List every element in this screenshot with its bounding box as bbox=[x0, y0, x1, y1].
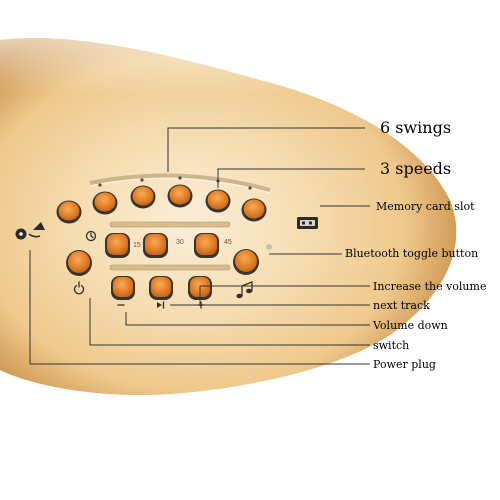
leader-power-plug bbox=[29, 250, 370, 365]
usb-slot-icon bbox=[297, 217, 318, 229]
top-arc-groove bbox=[89, 173, 271, 192]
speed-button-1[interactable] bbox=[105, 233, 130, 258]
swing-indicator-dots bbox=[98, 176, 252, 190]
upper-speaker-slot bbox=[109, 221, 231, 228]
label-power-plug: Power plug bbox=[373, 358, 436, 371]
label-speeds: 3 speeds bbox=[380, 159, 451, 178]
swing-buttons-row bbox=[56, 184, 267, 224]
swing-button-1[interactable] bbox=[56, 200, 82, 224]
device-body bbox=[0, 0, 500, 395]
label-switch: switch bbox=[373, 339, 409, 352]
label-increase-volume: Increase the volume bbox=[373, 280, 486, 293]
bluetooth-toggle-button[interactable] bbox=[233, 249, 259, 275]
swing-button-2[interactable] bbox=[92, 191, 118, 215]
label-volume-down: Volume down bbox=[372, 319, 448, 332]
label-memory-card-slot: Memory card slot bbox=[376, 200, 475, 213]
volume-down-button[interactable] bbox=[111, 276, 135, 300]
lower-speaker-slot bbox=[109, 264, 231, 271]
leader-switch bbox=[89, 298, 370, 346]
swing-button-4[interactable] bbox=[167, 184, 193, 208]
label-bluetooth-toggle: Bluetooth toggle button bbox=[345, 247, 478, 260]
timer-label-30: 30 bbox=[176, 239, 184, 246]
right-led-indicator bbox=[266, 244, 272, 250]
swing-button-6[interactable] bbox=[241, 198, 267, 222]
power-icon bbox=[73, 281, 85, 295]
label-next-track: next track bbox=[373, 299, 430, 312]
clock-icon bbox=[85, 230, 97, 242]
next-track-button[interactable] bbox=[149, 276, 173, 300]
play-next-icon bbox=[157, 301, 165, 309]
speed-button-2[interactable] bbox=[143, 233, 168, 258]
speed-button-3[interactable] bbox=[194, 233, 219, 258]
label-swings: 6 swings bbox=[380, 118, 451, 137]
timer-label-45: 45 bbox=[224, 239, 232, 246]
leader-swings bbox=[167, 127, 365, 172]
swing-button-3[interactable] bbox=[130, 185, 156, 209]
power-plug-icon bbox=[15, 222, 45, 240]
callout-leader-lines bbox=[29, 127, 370, 365]
power-button[interactable] bbox=[66, 250, 92, 276]
leader-volume-up bbox=[199, 285, 370, 306]
swing-button-5[interactable] bbox=[205, 189, 231, 213]
leader-speeds bbox=[217, 168, 365, 188]
leader-volume-down bbox=[125, 312, 370, 326]
timer-label-15: 15 bbox=[133, 242, 141, 249]
